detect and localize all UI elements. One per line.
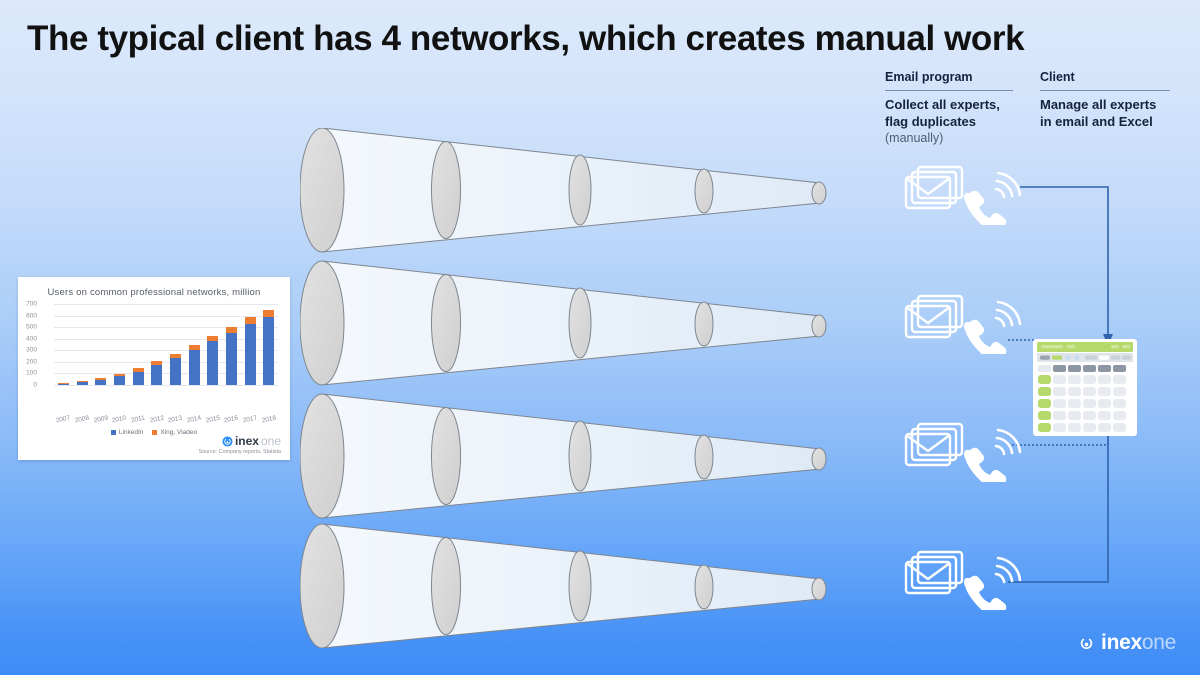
chart-y-tick: 600 [26,312,37,320]
chart-source: Source: Company reports, Statista [198,449,281,455]
chart-bar-segment [132,368,144,372]
chart-legend-item: Xing, Viadeo [152,429,197,436]
funnel-4 [300,523,827,648]
brand-text: inexone [1101,631,1176,655]
chart-bar-segment [188,350,200,385]
column-heading-client: Client [1040,70,1075,84]
chart-gridline [54,385,278,386]
page-title: The typical client has 4 networks, which… [27,19,1025,58]
spreadsheet-row-headers [1038,375,1051,432]
arrow-path-1 [1020,186,1109,335]
chart-gridline [54,350,278,352]
brand-logo: inexone [1077,631,1176,655]
chart-bar [76,381,88,385]
chart-bar-segment [225,327,237,333]
chart-bar-segment [113,373,125,377]
chart-legend-item: LinkedIn [110,429,144,436]
chart-bar-segment [76,381,88,383]
column-body-client: Manage all experts in email and Excel [1040,97,1157,129]
chart-gridline [54,315,278,317]
chart-y-tick: 700 [26,300,37,308]
chart-bar-segment [57,383,69,385]
funnel-2 [300,260,827,386]
funnel-1 [300,128,827,253]
column-sub-email: (manually) [885,131,944,145]
users-chart-card: Users on common professional networks, m… [18,277,290,460]
chart-bar-segment [263,309,275,317]
chart-bar [151,361,163,385]
chart-bar [225,327,237,385]
chart-bar-segment [113,376,125,385]
chart-legend-swatch [152,430,158,435]
chart-gridline [54,304,278,305]
chart-bar [95,377,107,385]
chart-bar-segment [225,332,237,385]
column-heading-email: Email program [885,70,973,84]
chart-bar-segment [151,364,163,385]
funnel-3 [300,393,827,519]
contact-icons-1 [904,165,1022,225]
chart-bar [263,309,275,385]
inexone-mark-icon [1080,638,1093,649]
chart-bar [207,335,219,385]
chart-bar [188,345,200,385]
chart-bar-segment [151,361,163,365]
spreadsheet-cells [1053,375,1126,432]
chart-title: Users on common professional networks, m… [47,287,261,298]
chart-bar-segment [263,316,275,385]
brand-light: one [1141,631,1176,654]
chart-bar [244,317,256,385]
column-rule-client [1040,90,1170,91]
spreadsheet-icon [1033,339,1137,436]
column-rule-email [885,90,1013,91]
spreadsheet-column-headers [1038,365,1126,372]
chart-bar [169,354,181,385]
chart-gridline [54,338,278,340]
chart-bar-segment [244,323,256,385]
chart-bar-segment [95,379,107,385]
chart-logo-light: one [260,434,281,448]
chart-gridline [54,361,278,363]
chart-y-tick: 200 [26,358,37,366]
inexone-mark-icon [222,435,233,447]
chart-bar [57,383,69,385]
chart-y-tick: 100 [26,369,37,377]
chart-bar [113,373,125,385]
chart-y-tick: 300 [26,346,37,354]
chart-legend-label: Xing, Viadeo [160,429,198,436]
chart-y-tick: 0 [33,381,37,389]
chart-bar-segment [207,335,219,342]
chart-bar-segment [95,377,107,380]
chart-bar [132,368,144,385]
contact-icons-4 [904,550,1022,610]
chart-gridline [54,373,278,375]
chart-bar-segment [244,317,256,324]
chart-bar-segment [76,382,88,385]
chart-bar-segment [169,358,181,385]
brand-bold: inex [1101,631,1142,654]
chart-bar-segment [132,371,144,385]
chart-y-tick: 400 [26,335,37,343]
chart-bar-segment [207,341,219,385]
column-body-email: Collect all experts, flag duplicates [885,97,1000,129]
contact-icons-2 [904,294,1022,354]
chart-bar-segment [57,384,69,385]
funnel-group [300,128,827,648]
contact-icons-3 [904,422,1022,482]
chart-legend-swatch [110,430,116,435]
chart-bar-segment [188,345,200,351]
chart-y-tick: 500 [26,323,37,331]
chart-logo-bold: inex [234,434,259,448]
chart-legend: LinkedIn Xing, Viadeo [18,429,290,436]
chart-gridline [54,327,278,329]
chart-bar-segment [169,354,181,359]
chart-legend-label: LinkedIn [118,429,144,436]
spreadsheet-titlebar [1037,342,1133,352]
